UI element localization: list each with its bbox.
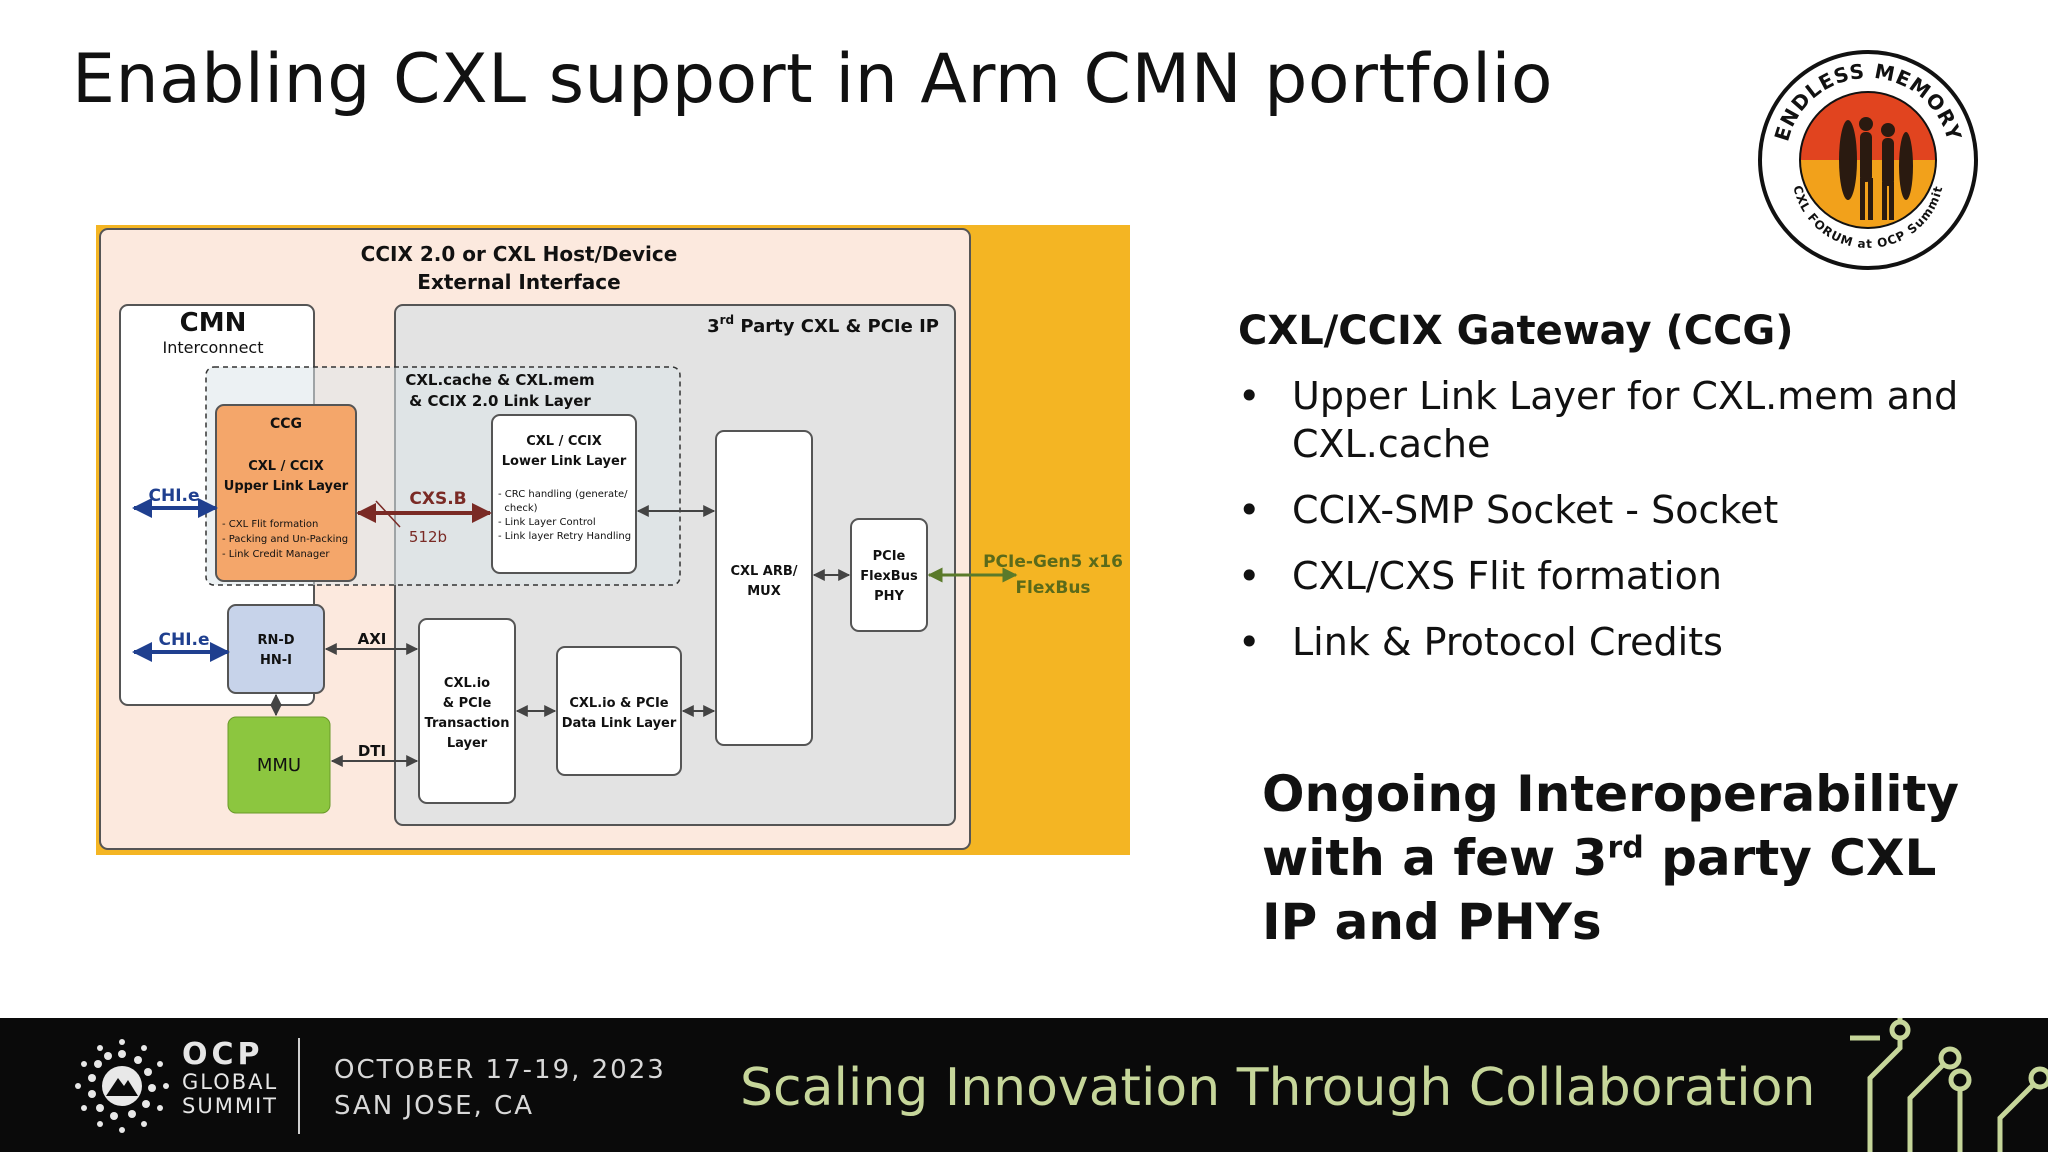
- mmu-block: [227, 716, 331, 814]
- bullet-dot: •: [1238, 554, 1261, 598]
- interoperability-callout: Ongoing Interoperability with a few 3rd …: [1262, 762, 2022, 954]
- data-link-layer-block: [556, 646, 682, 776]
- outer-title-line2: External Interface: [417, 270, 620, 294]
- ocp-logo-icon: [75, 1039, 169, 1133]
- cmn-subtitle: Interconnect: [163, 338, 264, 357]
- ccg-line1: CXL / CCIX: [248, 459, 324, 474]
- link-layer-title-line1: CXL.cache & CXL.mem: [405, 371, 594, 389]
- chie-top-label: CHI.e: [148, 486, 199, 506]
- arb-line2: MUX: [747, 584, 781, 599]
- txn-line4: Layer: [447, 736, 488, 751]
- dti-label: DTI: [358, 742, 386, 760]
- event-date: OCTOBER 17-19, 2023: [334, 1055, 666, 1085]
- rnd-line2: HN-I: [260, 653, 292, 668]
- txn-line2: & PCIe: [443, 696, 492, 711]
- circuit-decoration-icon: [1850, 1018, 2048, 1152]
- bullet-text: Link & Protocol Credits: [1292, 620, 1723, 664]
- lower-line2: Lower Link Layer: [502, 454, 627, 469]
- ongoing-line2: with a few 3rd party CXL: [1262, 829, 1937, 887]
- ocp-line2: GLOBAL: [182, 1070, 279, 1094]
- phy-line3: PHY: [874, 589, 904, 604]
- lower-bullet-3: - Link Layer Control: [498, 517, 596, 528]
- ccg-line2: Upper Link Layer: [224, 479, 349, 494]
- rnd-hni-block: [227, 604, 325, 694]
- ccg-bullet-3: - Link Credit Manager: [222, 549, 330, 560]
- bullet-dot: •: [1238, 374, 1261, 418]
- dll-line1: CXL.io & PCIe: [569, 696, 668, 711]
- lower-link-layer-block: [491, 414, 637, 574]
- rnd-line1: RN-D: [257, 633, 294, 648]
- link-layer-title-line2: & CCIX 2.0 Link Layer: [409, 392, 591, 410]
- event-dateline: OCTOBER 17-19, 2023 SAN JOSE, CA: [334, 1052, 666, 1124]
- bullet-dot: •: [1238, 488, 1261, 532]
- flexbus-line2: FlexBus: [1015, 578, 1090, 598]
- ccg-bullet-1: - CXL Flit formation: [222, 519, 318, 530]
- width-slash: [375, 500, 401, 528]
- ccg-heading: CXL/CCIX Gateway (CCG): [1238, 308, 1794, 354]
- mmu-label: MMU: [257, 755, 301, 776]
- event-tagline: Scaling Innovation Through Collaboration: [740, 1058, 1816, 1118]
- list-item: • Upper Link Layer for CXL.mem and CXL.ca…: [1238, 372, 1998, 468]
- cmn-cxl-block-diagram: CCIX 2.0 or CXL Host/Device External Int…: [96, 225, 1130, 855]
- third-party-label: 3rd Party CXL & PCIe IP: [707, 313, 939, 337]
- ccg-bullet-list: • Upper Link Layer for CXL.mem and CXL.ca…: [1238, 372, 1998, 684]
- axi-label: AXI: [358, 630, 387, 648]
- flexbus-line1: PCIe-Gen5 x16: [983, 552, 1123, 572]
- ongoing-line1: Ongoing Interoperability: [1262, 765, 1959, 823]
- outer-title-line1: CCIX 2.0 or CXL Host/Device: [361, 242, 678, 266]
- cxl-arb-mux-block: [715, 430, 813, 746]
- lower-bullet-4: - Link layer Retry Handling: [498, 531, 631, 542]
- event-location: SAN JOSE, CA: [334, 1091, 535, 1121]
- cxsb-label: CXS.B: [409, 489, 466, 509]
- cmn-title: CMN: [180, 308, 247, 338]
- list-item: • Link & Protocol Credits: [1238, 618, 1998, 666]
- txn-line1: CXL.io: [444, 676, 490, 691]
- txn-line3: Transaction: [425, 716, 510, 731]
- list-item: • CXL/CXS Flit formation: [1238, 552, 1998, 600]
- transaction-layer-block: [418, 618, 516, 804]
- dll-line2: Data Link Layer: [562, 716, 677, 731]
- list-item: • CCIX-SMP Socket - Socket: [1238, 486, 1998, 534]
- endless-memory-logo: ENDLESS MEMORY CXL FORUM at OCP Summit: [1758, 50, 1978, 270]
- ocp-line1: OCP: [182, 1037, 264, 1072]
- bullet-text: CXL/CXS Flit formation: [1292, 554, 1722, 598]
- arb-line1: CXL ARB/: [730, 564, 797, 579]
- ongoing-line3: IP and PHYs: [1262, 893, 1602, 951]
- bullet-text: Upper Link Layer for CXL.mem and CXL.cac…: [1292, 374, 1959, 466]
- slide-title: Enabling CXL support in Arm CMN portfoli…: [72, 40, 1554, 119]
- bullet-text: CCIX-SMP Socket - Socket: [1292, 488, 1779, 532]
- ocp-line3: SUMMIT: [182, 1094, 278, 1118]
- phy-line2: FlexBus: [860, 569, 918, 584]
- ccg-bullet-2: - Packing and Un-Packing: [222, 534, 348, 545]
- phy-line1: PCIe: [873, 549, 906, 564]
- chie-bottom-label: CHI.e: [158, 630, 209, 650]
- lower-line1: CXL / CCIX: [526, 434, 602, 449]
- ocp-wordmark: OCP GLOBAL SUMMIT: [182, 1037, 279, 1119]
- pcie-flexbus-phy-block: [850, 518, 928, 632]
- event-footer: OCP GLOBAL SUMMIT OCTOBER 17-19, 2023 SA…: [0, 1018, 2048, 1152]
- lower-bullet-1: - CRC handling (generate/: [498, 489, 628, 500]
- width-512-label: 512b: [409, 528, 447, 546]
- bullet-dot: •: [1238, 620, 1261, 664]
- lower-bullet-2: check): [498, 503, 538, 514]
- footer-divider: [298, 1038, 300, 1134]
- ccg-title: CCG: [270, 416, 302, 432]
- ccg-block: [215, 404, 357, 582]
